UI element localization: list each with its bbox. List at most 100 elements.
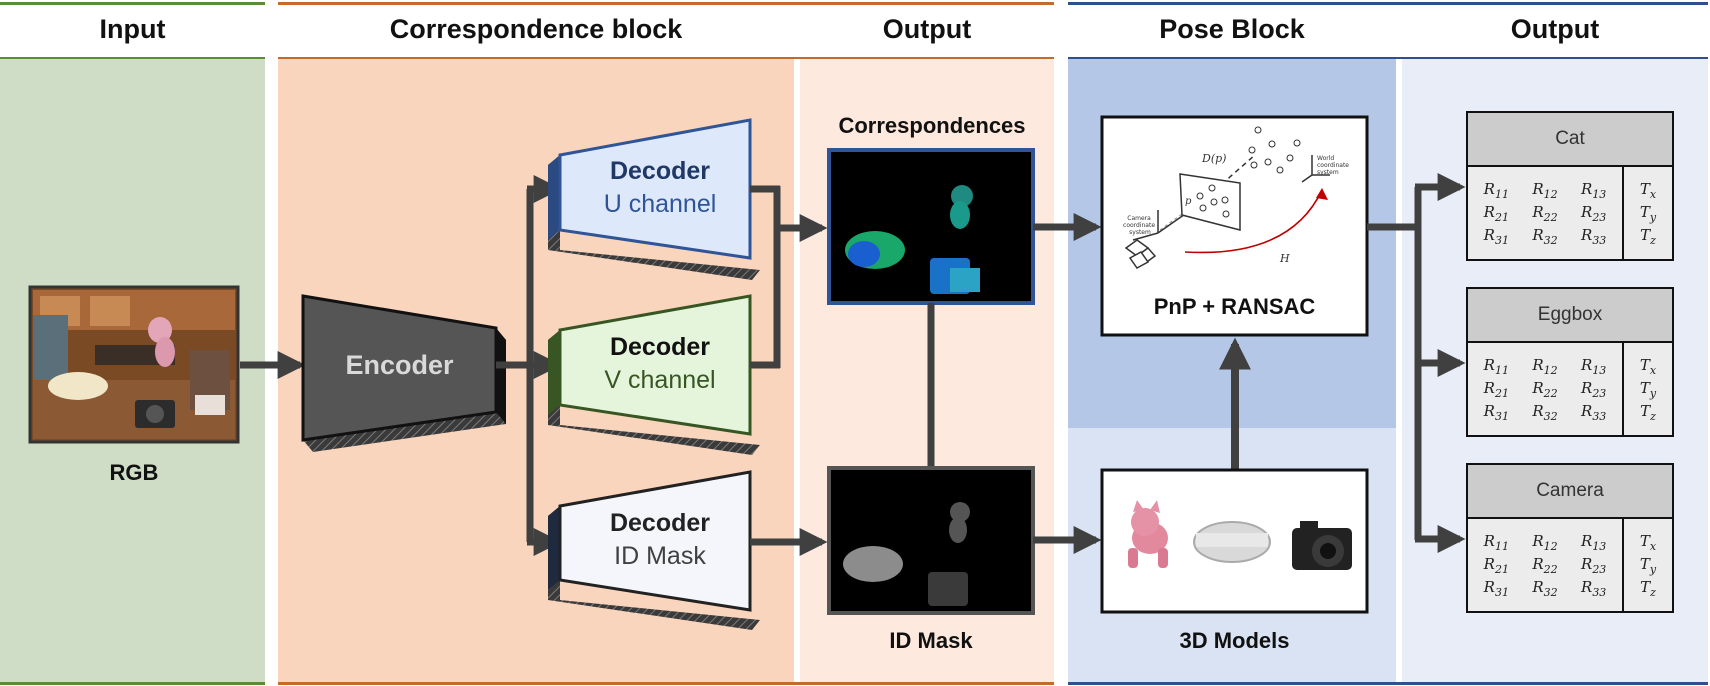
pnp-camera-label: Camera coordinate system bbox=[1123, 215, 1157, 236]
decoder-v-block bbox=[548, 294, 760, 455]
matrix-cell: R12 bbox=[1532, 531, 1558, 553]
camera-model bbox=[1292, 521, 1352, 570]
decoder-u-text: Decoder U channel bbox=[575, 157, 745, 219]
translation-cell: Tz bbox=[1640, 225, 1656, 247]
models-label: 3D Models bbox=[1179, 628, 1290, 653]
rule-pose-mid bbox=[1068, 57, 1708, 59]
matrix-cell: R23 bbox=[1581, 378, 1607, 400]
matrix-cell: R31 bbox=[1483, 577, 1509, 599]
rule-corr-top bbox=[278, 2, 1054, 5]
rule-corr-mid bbox=[278, 57, 1054, 59]
translation-cell: Tx bbox=[1639, 355, 1657, 377]
pose-title-camera: Camera bbox=[1468, 465, 1672, 519]
decoder-u-sub: U channel bbox=[603, 190, 717, 218]
pnp-world-label: World coordinate system bbox=[1317, 155, 1351, 176]
pnp-box bbox=[1100, 115, 1369, 337]
translation-cell: Tz bbox=[1640, 401, 1656, 423]
matrix-cell: R11 bbox=[1483, 531, 1509, 553]
decoder-u-block bbox=[548, 118, 760, 280]
matrix-cell: R11 bbox=[1483, 355, 1509, 377]
rule-pose-top bbox=[1068, 2, 1708, 5]
pnp-dp-label: D(p) bbox=[1201, 152, 1226, 165]
translation-cell: Ty bbox=[1639, 378, 1657, 400]
pnp-illustration bbox=[1124, 126, 1330, 269]
pnp-p-label: p bbox=[1185, 196, 1192, 207]
pose-branches bbox=[1367, 173, 1466, 553]
translation-cell: Tz bbox=[1640, 577, 1656, 599]
matrix-cell: R23 bbox=[1581, 554, 1607, 576]
header-output1: Output bbox=[882, 14, 972, 44]
matrix-cell: R32 bbox=[1532, 401, 1558, 423]
matrix-cell: R22 bbox=[1532, 202, 1558, 224]
correspondences-image bbox=[827, 148, 1035, 305]
rgb-label: RGB bbox=[109, 460, 159, 485]
encoder-block bbox=[301, 294, 506, 452]
correspondences-label: Correspondences bbox=[838, 113, 1026, 138]
rgb-image bbox=[28, 285, 240, 444]
header-pose: Pose Block bbox=[1159, 14, 1305, 44]
matrix-cell: R32 bbox=[1532, 577, 1558, 599]
matrix-cell: R13 bbox=[1581, 531, 1607, 553]
pose-title-cat: Cat bbox=[1468, 113, 1672, 167]
matrix-cell: R21 bbox=[1483, 378, 1509, 400]
matrix-cell: R22 bbox=[1532, 554, 1558, 576]
decoder-id-text: Decoder ID Mask bbox=[575, 509, 745, 571]
matrix-cell: R21 bbox=[1483, 554, 1509, 576]
pnp-label: PnP + RANSAC bbox=[1153, 294, 1316, 319]
cat-model bbox=[1128, 500, 1168, 568]
header-correspondence: Correspondence block bbox=[389, 14, 683, 44]
rule-input-mid bbox=[0, 57, 265, 59]
pnp-h-label: H bbox=[1279, 252, 1290, 265]
pose-title-eggbox: Eggbox bbox=[1468, 289, 1672, 343]
matrix-cell: R33 bbox=[1581, 225, 1607, 247]
decoder-id-title: Decoder bbox=[609, 509, 711, 537]
rule-pose-bottom bbox=[1068, 682, 1708, 685]
decoder-u-title: Decoder bbox=[609, 157, 711, 185]
matrix-cell: R13 bbox=[1581, 355, 1607, 377]
pnp-camera-line1: Camera bbox=[1127, 215, 1151, 222]
translation-cell: Ty bbox=[1639, 554, 1657, 576]
pnp-world-line3: system bbox=[1317, 169, 1339, 176]
matrix-cell: R31 bbox=[1483, 225, 1509, 247]
matrix-cell: R11 bbox=[1483, 179, 1509, 201]
translation-cell: Ty bbox=[1639, 202, 1657, 224]
matrix-cell: R32 bbox=[1532, 225, 1558, 247]
decoder-id-sub: ID Mask bbox=[614, 542, 706, 570]
matrix-cell: R12 bbox=[1532, 179, 1558, 201]
id-mask-label: ID Mask bbox=[889, 628, 973, 653]
rule-input-bottom bbox=[0, 682, 265, 685]
matrix-cell: R33 bbox=[1581, 577, 1607, 599]
pnp-camera-line3: system bbox=[1129, 229, 1151, 236]
pnp-world-line2: coordinate bbox=[1317, 162, 1349, 169]
matrix-cell: R22 bbox=[1532, 378, 1558, 400]
matrix-cell: R12 bbox=[1532, 355, 1558, 377]
rule-input-top bbox=[0, 2, 265, 5]
matrix-cell: R23 bbox=[1581, 202, 1607, 224]
pnp-camera-line2: coordinate bbox=[1123, 222, 1155, 229]
decoder-v-sub: V channel bbox=[604, 366, 716, 394]
header-input: Input bbox=[99, 14, 166, 44]
header-output2: Output bbox=[1510, 14, 1600, 44]
matrix-cell: R33 bbox=[1581, 401, 1607, 423]
matrix-cell: R13 bbox=[1581, 179, 1607, 201]
decoder-id-block bbox=[548, 470, 760, 630]
matrix-cell: R31 bbox=[1483, 401, 1509, 423]
decoder-v-text: Decoder V channel bbox=[575, 333, 745, 395]
translation-cell: Tx bbox=[1639, 179, 1657, 201]
rule-corr-bottom bbox=[278, 682, 1054, 685]
id-mask-image bbox=[827, 466, 1035, 615]
eggbox-model bbox=[1193, 521, 1271, 563]
